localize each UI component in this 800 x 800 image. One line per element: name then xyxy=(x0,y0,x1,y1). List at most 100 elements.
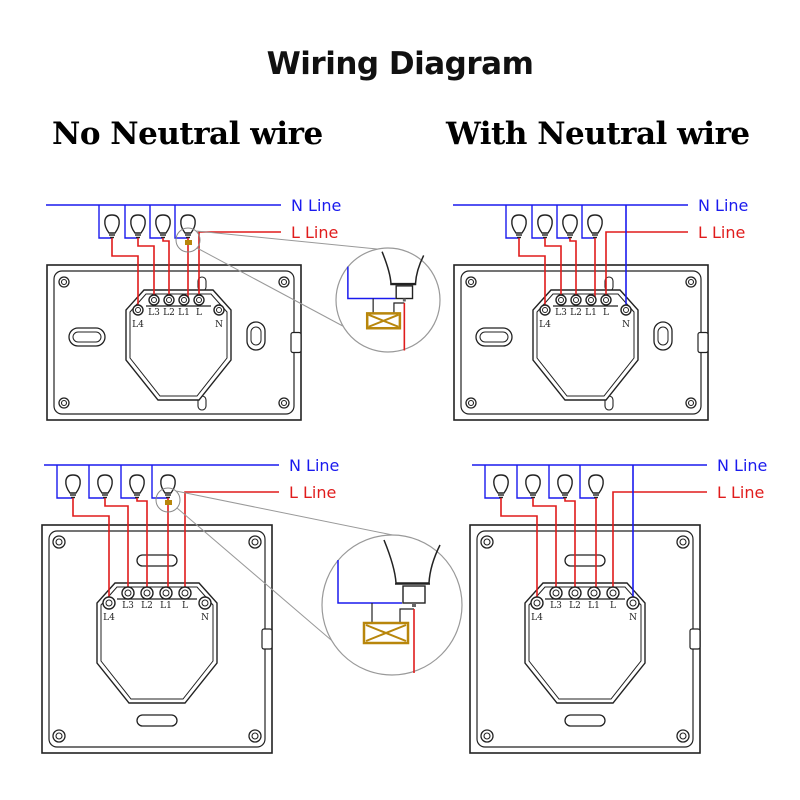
screw-hole xyxy=(58,276,70,288)
bulb-icon xyxy=(562,214,578,234)
bulb-base-icon xyxy=(395,285,414,300)
mounting-slot xyxy=(564,714,606,727)
screw-hole-inner xyxy=(280,278,288,286)
load-wire xyxy=(544,238,562,300)
bulb-icon xyxy=(97,474,113,494)
screw-hole-inner xyxy=(55,732,63,740)
terminal-screw-inner xyxy=(201,599,209,607)
bulb-neutral-wire xyxy=(56,465,73,499)
terminal-screw-L xyxy=(606,586,620,600)
module-outline xyxy=(96,582,218,704)
screw-hole-inner xyxy=(251,732,259,740)
inset-cap-wire xyxy=(393,302,405,314)
mounting-slot xyxy=(653,321,673,351)
screw-hole-inner xyxy=(483,732,491,740)
mounting-slot xyxy=(136,714,178,727)
bulb-icon xyxy=(129,474,145,494)
terminal-label-L4: L4 xyxy=(103,613,115,623)
screw-hole xyxy=(465,276,477,288)
bulb-neutral-wire xyxy=(149,205,163,239)
zoom-guide-line xyxy=(175,490,421,542)
bulb-icon xyxy=(588,474,604,494)
zoom-guide-line xyxy=(196,247,343,327)
terminal-screw-L3 xyxy=(121,586,135,600)
screw-hole-inner xyxy=(55,538,63,546)
terminal-label-L3: L3 xyxy=(555,308,567,318)
terminal-screw-L1 xyxy=(178,294,190,306)
terminal-label-L4: L4 xyxy=(132,320,144,330)
screw-hole-inner xyxy=(687,399,695,407)
terminal-screw-L4 xyxy=(539,304,551,316)
terminal-label-L2: L2 xyxy=(570,308,582,318)
terminal-screw-N xyxy=(198,596,212,610)
module-inner-outline xyxy=(528,586,642,700)
bulb-neutral-wire xyxy=(548,465,565,499)
bulb-neutral-wire xyxy=(151,465,168,499)
mounting-slot-inner xyxy=(657,326,669,346)
mounting-slot xyxy=(246,321,266,351)
inset-neutral-wire xyxy=(337,560,402,604)
bulb-icon xyxy=(160,474,176,494)
terminal-screw-inner xyxy=(135,307,141,313)
terminal-screw-inner xyxy=(558,297,564,303)
screw-hole xyxy=(58,397,70,409)
terminal-screw-inner xyxy=(573,297,579,303)
terminal-label-L1: L1 xyxy=(588,601,600,611)
bulb-neutral-wire xyxy=(531,205,545,239)
terminal-label-L3: L3 xyxy=(148,308,160,318)
load-wire xyxy=(104,498,129,593)
screw-hole xyxy=(52,729,66,743)
capacitor-cross xyxy=(365,624,407,642)
n-line-label: N Line xyxy=(698,196,748,215)
zoom-inset-circle xyxy=(321,534,463,676)
terminal-screw-L1 xyxy=(587,586,601,600)
screw-hole-inner xyxy=(280,399,288,407)
bulb-neutral-wire xyxy=(174,205,188,239)
inset-neutral-wire xyxy=(347,266,396,300)
load-wire xyxy=(72,498,110,603)
terminal-screw-L xyxy=(193,294,205,306)
terminal-screw-inner xyxy=(105,599,113,607)
bulb-neutral-wire xyxy=(579,465,596,499)
bulb-contact xyxy=(402,298,406,302)
terminal-label-L2: L2 xyxy=(569,601,581,611)
zoom-guide-line xyxy=(176,507,332,641)
terminal-screw-inner xyxy=(216,307,222,313)
screw-hole-inner xyxy=(251,538,259,546)
screw-hole-inner xyxy=(60,399,68,407)
screw-hole xyxy=(480,729,494,743)
load-wire xyxy=(162,238,170,300)
terminal-screw-L3 xyxy=(148,294,160,306)
module-inner-outline xyxy=(129,293,228,397)
terminal-screw-inner xyxy=(629,599,637,607)
terminal-screw-L1 xyxy=(159,586,173,600)
screw-hole xyxy=(278,276,290,288)
screw-hole xyxy=(465,397,477,409)
terminal-screw-N xyxy=(620,304,632,316)
terminal-label-L: L xyxy=(182,601,188,611)
screw-hole-inner xyxy=(467,278,475,286)
terminal-label-N: N xyxy=(629,613,637,623)
side-clip xyxy=(261,628,273,650)
bulb-icon xyxy=(493,474,509,494)
mounting-slot xyxy=(564,554,606,567)
terminal-label-L3: L3 xyxy=(122,601,134,611)
bulb-neutral-wire xyxy=(88,465,105,499)
terminal-screw-L2 xyxy=(163,294,175,306)
zoom-inset xyxy=(335,247,441,353)
module-outline xyxy=(125,289,232,401)
bulb-neutral-wire xyxy=(505,205,519,239)
bulb-icon xyxy=(511,214,527,234)
terminal-screw-inner xyxy=(609,589,617,597)
bulb-neutral-wire xyxy=(581,205,595,239)
screw-hole xyxy=(52,535,66,549)
terminal-screw-L xyxy=(178,586,192,600)
terminal-screw-inner xyxy=(571,589,579,597)
terminal-label-N: N xyxy=(215,320,223,330)
terminal-screw-L xyxy=(600,294,612,306)
screw-hole-inner xyxy=(679,538,687,546)
side-clip xyxy=(290,331,302,354)
bulb-neutral-wire xyxy=(556,205,570,239)
l-line-label: L Line xyxy=(289,483,336,502)
